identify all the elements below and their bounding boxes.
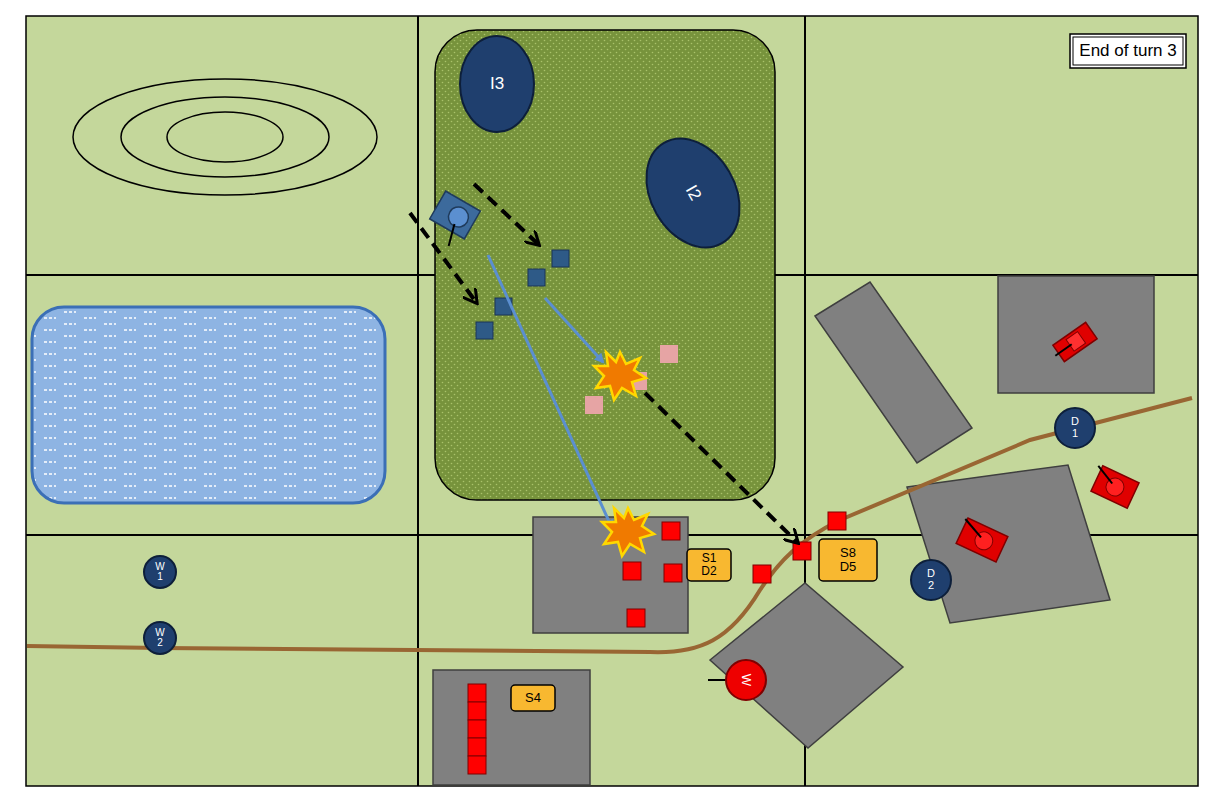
box-label: S1 D2: [701, 552, 716, 577]
unit-marker: I3: [459, 35, 535, 133]
unit-label: D 1: [1071, 416, 1079, 439]
status-box: S1 D2: [686, 548, 732, 582]
box-label: S4: [525, 691, 541, 705]
status-box: S8 D5: [818, 538, 878, 582]
box-label: End of turn 3: [1079, 42, 1176, 60]
unit-marker: W 2: [143, 621, 177, 655]
box-label: S8 D5: [840, 546, 857, 573]
unit-marker: D 1: [1054, 407, 1096, 449]
unit-marker: W: [725, 659, 767, 701]
unit-label: W 1: [155, 562, 164, 583]
unit-label: W: [739, 674, 753, 686]
unit-marker: D 2: [910, 559, 952, 601]
unit-marker: W 1: [143, 555, 177, 589]
unit-label: W 2: [155, 628, 164, 649]
turn-box: End of turn 3: [1069, 33, 1187, 69]
unit-marker: I2: [650, 134, 736, 252]
unit-label: D 2: [927, 568, 935, 591]
status-box: S4: [510, 684, 556, 712]
unit-label: I3: [490, 75, 504, 93]
